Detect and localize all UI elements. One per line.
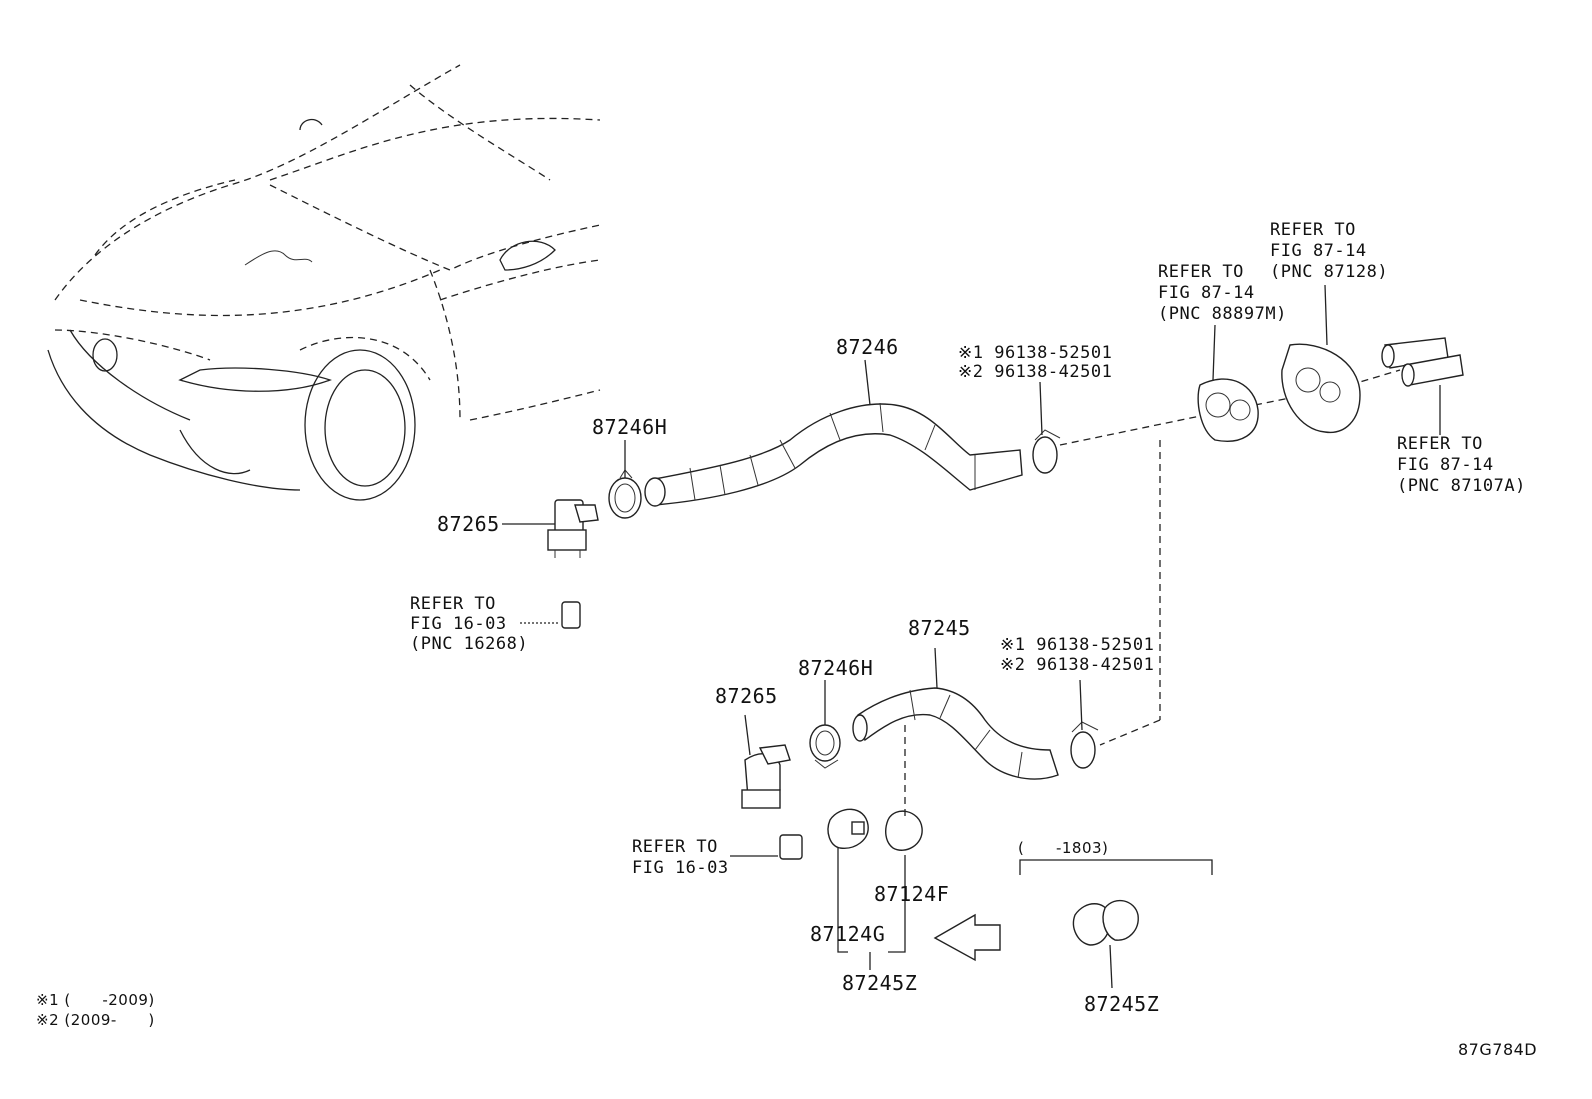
clamp-87124f [885,810,923,851]
lower-clamp [809,724,841,769]
refer-87107a-l1: REFER TO [1397,434,1483,454]
clip-upper-line1: ※1 96138-52501 [958,343,1113,363]
refer-88897m-l1: REFER TO [1158,262,1244,282]
part-number-87245z-left[interactable]: 87245Z [842,971,918,995]
clamp-87124g [827,808,869,849]
refer-87128-l1: REFER TO [1270,220,1356,240]
part-number-87245[interactable]: 87245 [908,616,971,640]
part-number-87246h-lower[interactable]: 87246H [798,656,874,680]
note-2: ※2 (2009- ) [36,1011,155,1029]
figure-code: 87G784D [1458,1040,1538,1059]
upper-clamp [608,469,642,519]
part-number-87265-upper[interactable]: 87265 [437,512,500,536]
refer-87107a-l2: FIG 87-14 [1397,455,1494,475]
lower-clip [1070,721,1099,769]
upper-clip [1032,429,1061,474]
part-number-87245z-right[interactable]: 87245Z [1084,992,1160,1016]
upper-hose-87246 [644,402,1023,507]
refer-16268-l2: FIG 16-03 [410,614,507,634]
refer-16268-l3: (PNC 16268) [410,634,529,654]
refer-1603-l2: FIG 16-03 [632,858,729,878]
refer-88897m-l2: FIG 87-14 [1158,283,1255,303]
part-number-87246h-upper[interactable]: 87246H [592,415,668,439]
refer-part-16268 [520,601,581,629]
arrow-left-icon [933,913,1001,962]
part-number-87265-lower[interactable]: 87265 [715,684,778,708]
refer-87107a-l3: (PNC 87107A) [1397,476,1526,496]
refer-part-1603 [730,834,803,860]
lower-hose-87245 [852,687,1059,780]
refer-87128-l2: FIG 87-14 [1270,241,1367,261]
pipes-87107a [1381,337,1464,387]
date-range: ( -1803) [1018,839,1109,857]
part-number-87246[interactable]: 87246 [836,335,899,359]
clip-lower-line1: ※1 96138-52501 [1000,635,1155,655]
refer-1603-l1: REFER TO [632,837,718,857]
refer-16268-l1: REFER TO [410,594,496,614]
car-outline [47,64,601,501]
part-number-87124g[interactable]: 87124G [810,922,886,946]
part-number-87124f[interactable]: 87124F [874,882,950,906]
clip-lower-line2: ※2 96138-42501 [1000,655,1155,675]
upper-valve [547,499,599,558]
clip-upper-line2: ※2 96138-42501 [958,362,1113,382]
valve-housing-88897m [1197,378,1259,442]
valve-housing-87128 [1281,343,1361,434]
refer-88897m-l3: (PNC 88897M) [1158,304,1287,324]
note-1: ※1 ( -2009) [36,991,155,1009]
set-87245z-right [1072,899,1139,946]
refer-87128-l3: (PNC 87128) [1270,262,1389,282]
lower-valve [741,744,791,809]
